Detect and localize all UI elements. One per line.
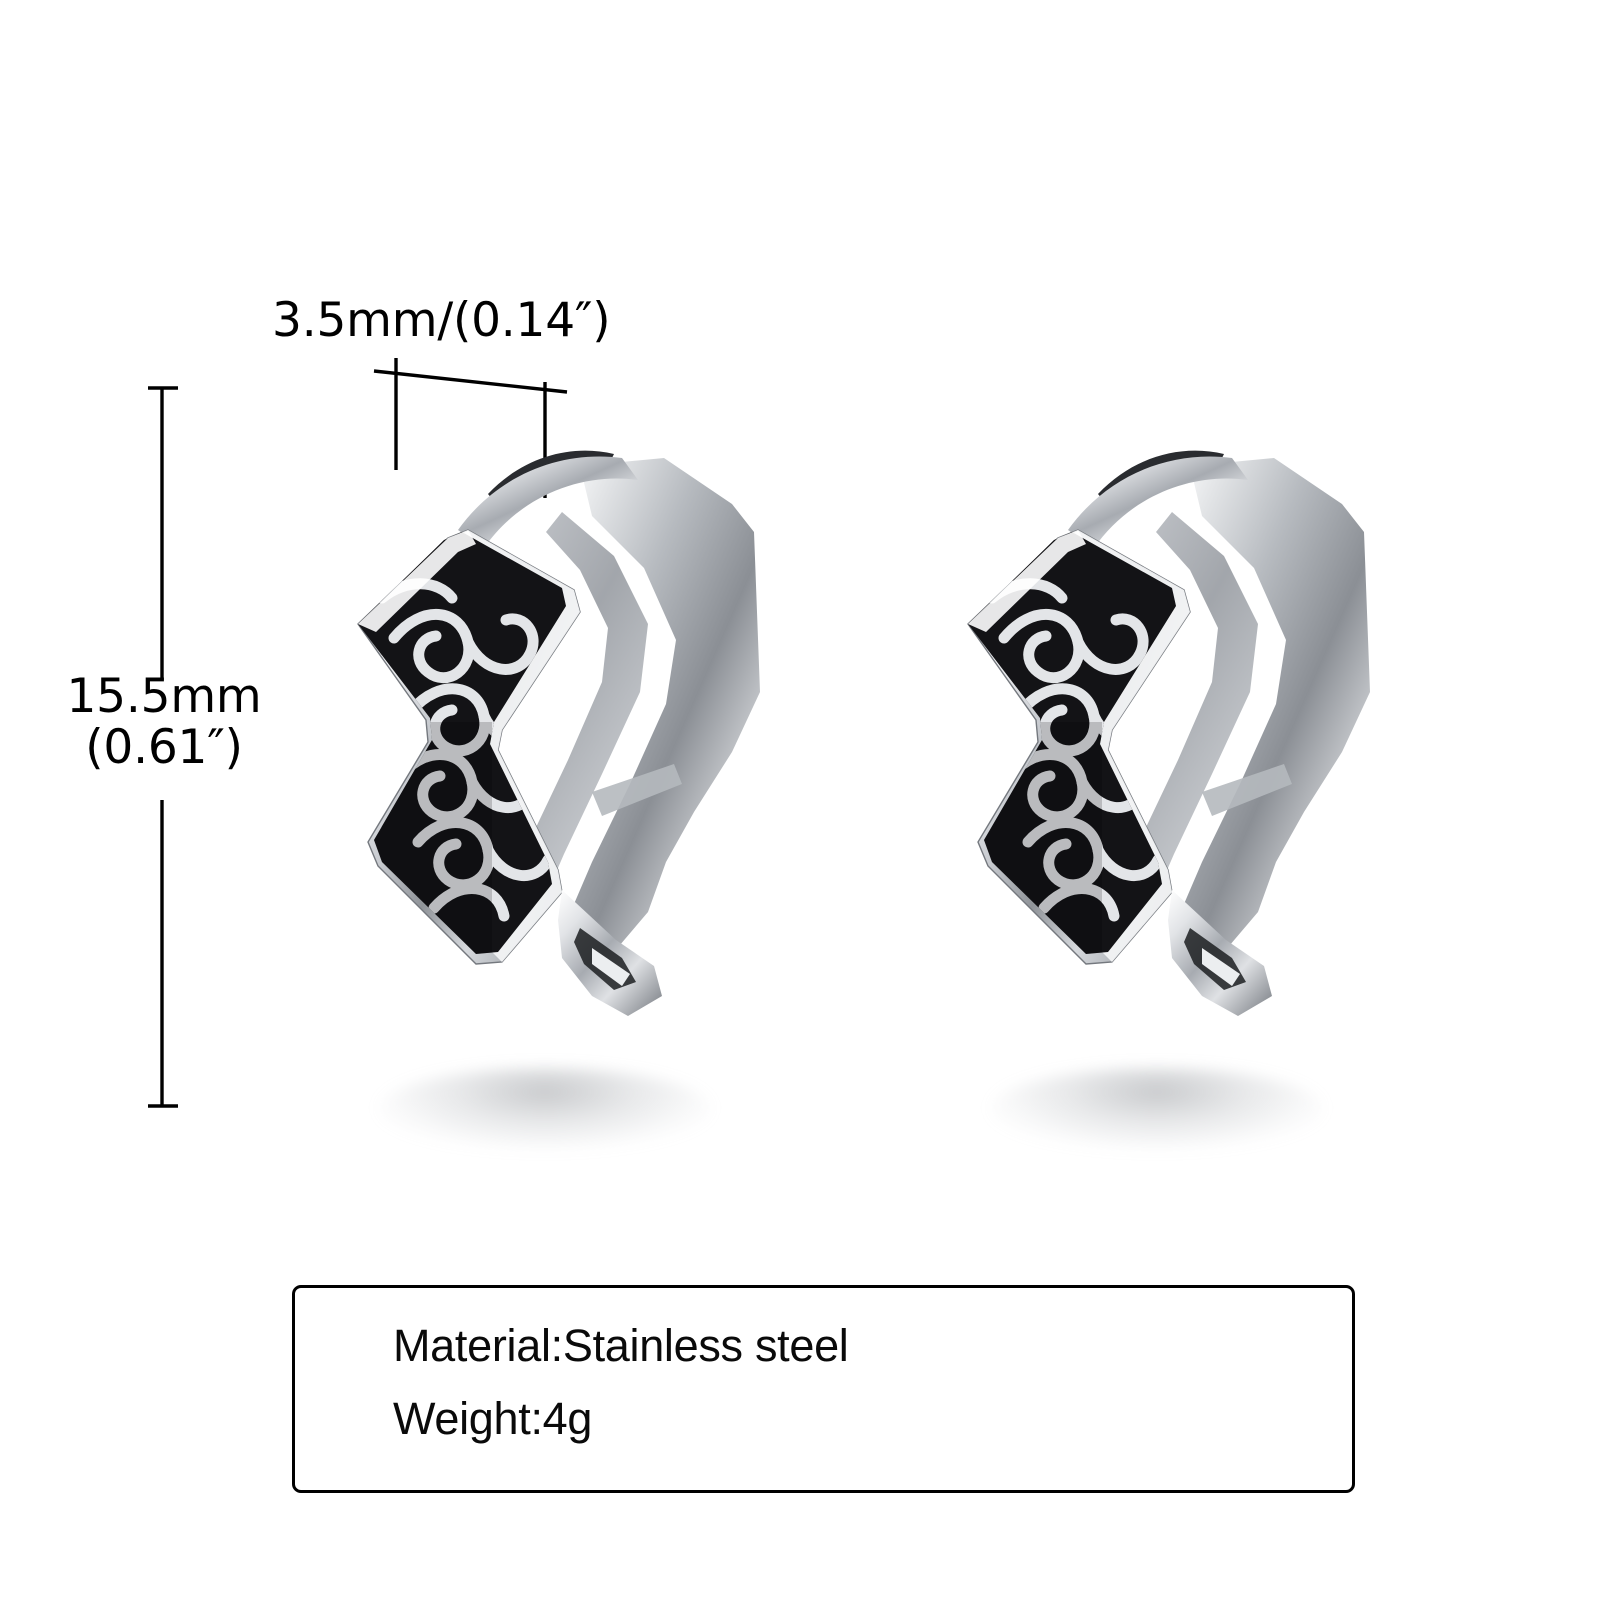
earring-backslot-right	[1202, 764, 1292, 816]
earring-backslot-left	[592, 764, 682, 816]
width-measure-line	[373, 369, 568, 394]
earring-top-arc-left	[458, 456, 638, 548]
earring-image-right	[872, 392, 1432, 1092]
earring-bevel-left	[358, 530, 476, 632]
earring-clasp-highlight-right	[1202, 948, 1240, 986]
earring-rim-highlight-right	[1072, 530, 1190, 962]
earring-reflection-left	[380, 1068, 710, 1148]
weight-text: Weight:4g	[393, 1393, 593, 1444]
height-dimension-label: 15.5mm(0.61″)	[56, 669, 272, 775]
earring-top-arc-right	[1068, 456, 1248, 548]
earring-rim-highlight-left	[462, 530, 580, 962]
earring-bevel-right	[968, 530, 1086, 632]
earring-back-band-left	[562, 458, 760, 958]
height-label-line2: (0.61″)	[85, 719, 243, 775]
material-text: Material:Stainless steel	[393, 1320, 849, 1371]
earring-back-band-right	[1172, 458, 1370, 958]
earring-image-left	[262, 392, 822, 1092]
earring-reflection-right	[992, 1068, 1322, 1148]
product-info-box: Material:Stainless steel Weight:4g	[292, 1285, 1355, 1493]
width-dimension-label: 3.5mm/(0.14″)	[272, 293, 611, 348]
height-label-line1: 15.5mm	[66, 669, 262, 724]
earring-clasp-highlight-left	[592, 948, 630, 986]
